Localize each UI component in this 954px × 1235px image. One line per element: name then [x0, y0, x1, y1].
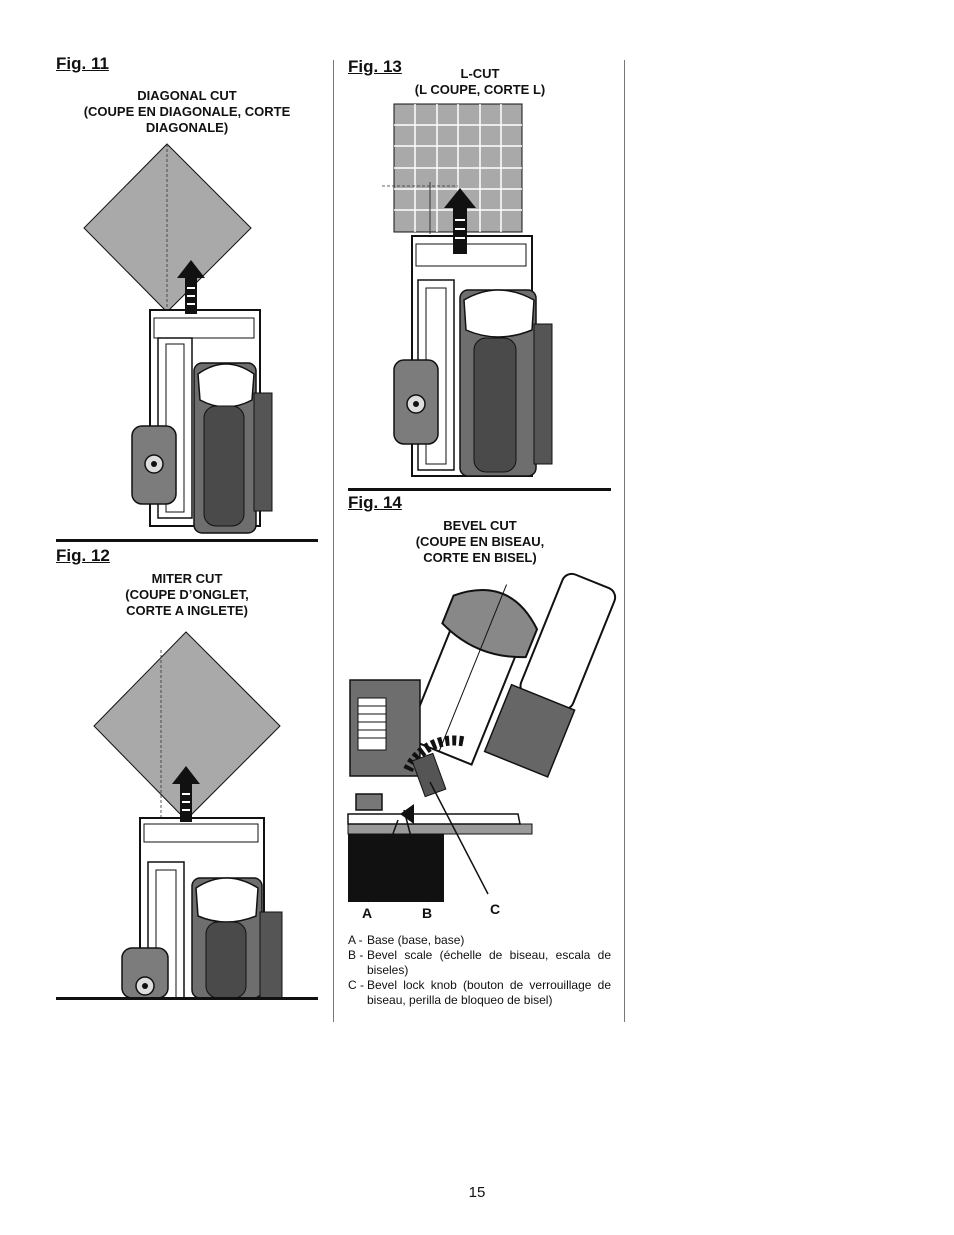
diagonal-workpiece — [83, 143, 252, 313]
legend-text: Bevel lock knob (bouton de verrouillage … — [367, 978, 611, 1007]
callout-b-leader — [403, 809, 429, 903]
fig-11-illustration — [83, 143, 273, 534]
bevel-lock-knob — [355, 793, 383, 811]
feed-direction-arrow — [177, 260, 205, 314]
saw-top-view — [393, 235, 553, 477]
work-table — [347, 823, 533, 835]
feed-direction-arrow — [444, 188, 476, 254]
fig-12-caption-line2: (COUPE D’ONGLET, — [125, 587, 249, 602]
fig-12-caption-line1: MITER CUT — [151, 571, 223, 586]
fig-13-caption: L-CUT (L COUPE, CORTE L) — [400, 66, 560, 98]
page-number: 15 — [468, 1184, 486, 1201]
fig-14-caption-line1: BEVEL CUT — [443, 518, 517, 533]
column-divider-left — [333, 60, 334, 1022]
fig-11-caption-line3: DIAGONALE) — [145, 120, 229, 135]
legend-item-b: B - Bevel scale (échelle de biseau, esca… — [348, 948, 611, 978]
legend-key: A - — [348, 933, 363, 947]
legend-text: Bevel scale (échelle de biseau, escala d… — [367, 948, 611, 977]
saw-motor-housing — [405, 584, 539, 766]
battery-pack — [483, 572, 617, 778]
fig-14-caption: BEVEL CUT (COUPE EN BISEAU, CORTE EN BIS… — [400, 518, 560, 566]
fig-14-label: Fig. 14 — [348, 493, 402, 512]
fig-14-legend: A - Base (base, base) B - Bevel scale (é… — [348, 933, 611, 1008]
legend-item-c: C - Bevel lock knob (bouton de verrouill… — [348, 978, 611, 1008]
fig-13-label: Fig. 13 — [348, 57, 402, 76]
callout-c-leader — [429, 781, 489, 895]
legend-text: Base (base, base) — [367, 933, 465, 947]
fig-12-caption: MITER CUT (COUPE D’ONGLET, CORTE A INGLE… — [90, 571, 284, 619]
fig-12-label: Fig. 12 — [56, 546, 110, 565]
fig-12-illustration — [93, 631, 283, 999]
callout-a: A — [362, 905, 373, 921]
column-divider-right — [624, 60, 625, 1022]
fig-11-caption-line1: DIAGONAL CUT — [137, 88, 237, 103]
legend-key: B - — [348, 948, 364, 962]
saw-top-view — [121, 817, 283, 999]
fig-14-caption-line3: CORTE EN BISEL) — [423, 550, 537, 565]
legend-item-a: A - Base (base, base) — [348, 933, 611, 948]
fig-11-caption: DIAGONAL CUT (COUPE EN DIAGONALE, CORTE … — [70, 88, 304, 136]
feed-direction-arrow — [172, 766, 200, 822]
fig-13-bottom-rule — [348, 488, 611, 491]
legend-key: C - — [348, 978, 364, 992]
bevel-scale — [400, 735, 468, 824]
fig-13-caption-line1: L-CUT — [460, 66, 500, 81]
fig-14-caption-line2: (COUPE EN BISEAU, — [415, 534, 545, 549]
fig-13-illustration — [382, 103, 553, 477]
fig-12-caption-line3: CORTE A INGLETE) — [126, 603, 248, 618]
fig-13-caption-line2: (L COUPE, CORTE L) — [414, 82, 546, 97]
fig-14-illustration — [347, 572, 617, 903]
callout-c: C — [490, 901, 501, 917]
workpiece-block — [348, 834, 444, 902]
fig-11-bottom-rule — [56, 539, 318, 542]
fig-11-label: Fig. 11 — [56, 54, 109, 73]
saw-base — [347, 813, 521, 825]
saw-top-view — [131, 309, 273, 534]
fig-11-caption-line2: (COUPE EN DIAGONALE, CORTE — [83, 104, 291, 119]
callout-b: B — [422, 905, 433, 921]
callout-a-leader — [367, 819, 399, 903]
fig-12-bottom-rule — [56, 997, 318, 1000]
